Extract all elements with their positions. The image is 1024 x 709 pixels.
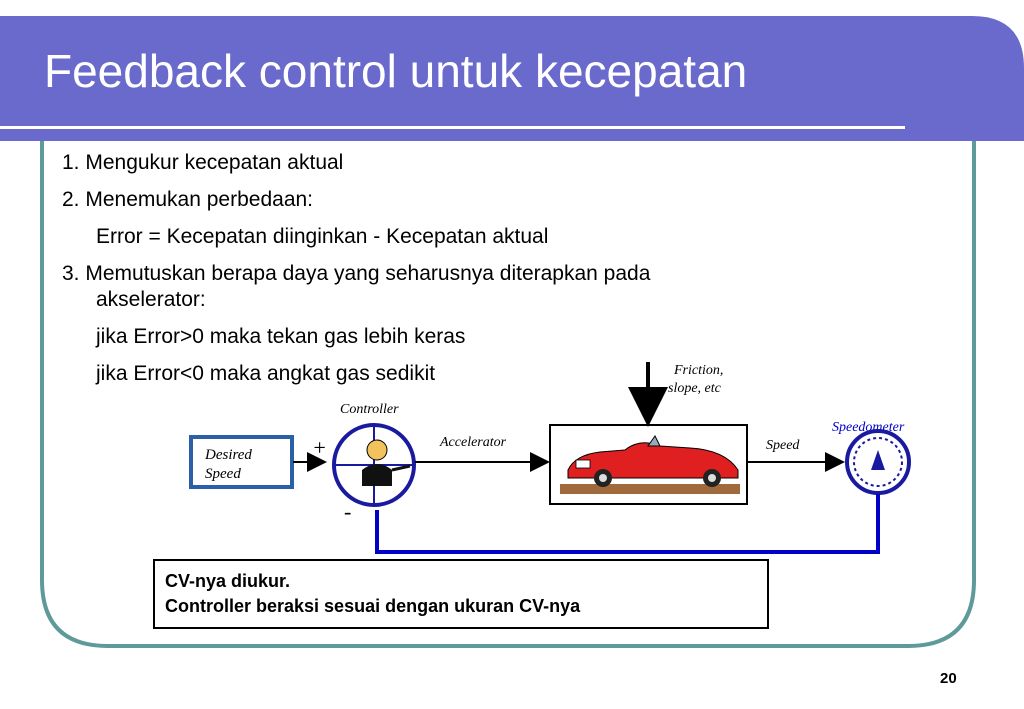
bullet-list: 1. Mengukur kecepatan aktual 2. Menemuka…	[62, 150, 650, 387]
bullet-1: 1. Mengukur kecepatan aktual	[62, 151, 344, 174]
bullet-3-sub-1: jika Error>0 maka tekan gas lebih keras	[96, 325, 466, 348]
friction-label-2: slope, etc	[668, 381, 722, 396]
note-line-2: Controller beraksi sesuai dengan ukuran …	[165, 596, 581, 616]
bullet-3-cont: akselerator:	[96, 288, 206, 311]
accelerator-label: Accelerator	[439, 435, 507, 450]
desired-speed-label-1: Desired	[204, 447, 252, 463]
car-plant-box	[549, 424, 748, 505]
desired-speed-box: Desired Speed	[189, 435, 294, 489]
bullet-3-sub-2: jika Error<0 maka angkat gas sedikit	[96, 362, 436, 385]
slide-title: Feedback control untuk kecepatan	[44, 45, 748, 97]
feedback-path	[375, 494, 880, 554]
bullet-2: 2. Menemukan perbedaan:	[62, 188, 314, 211]
speedometer-icon	[845, 429, 911, 495]
controller-icon	[332, 423, 416, 507]
bullet-3: 3. Memutuskan berapa daya yang seharusny…	[62, 262, 651, 285]
speed-label: Speed	[766, 438, 800, 453]
controller-label: Controller	[340, 402, 399, 417]
note-box: CV-nya diukur. Controller beraksi sesuai…	[153, 559, 769, 629]
bullet-2-sub: Error = Kecepatan diinginkan - Kecepatan…	[96, 225, 549, 248]
desired-speed-label-2: Speed	[205, 466, 241, 482]
page-number: 20	[940, 670, 957, 687]
header-band	[0, 16, 1024, 141]
note-line-1: CV-nya diukur.	[165, 571, 291, 591]
minus-sign: -	[344, 499, 351, 524]
plus-sign: +	[312, 435, 327, 460]
friction-label-1: Friction,	[673, 363, 723, 378]
